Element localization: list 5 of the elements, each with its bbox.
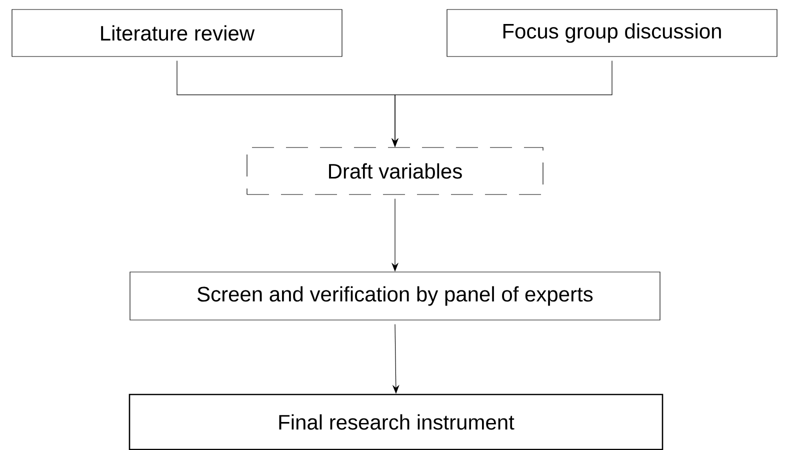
process-box: Screen and verification by panel of experts — [130, 272, 660, 320]
process-box: Focus group discussion — [446, 9, 778, 57]
process-box: Final research instrument — [128, 394, 664, 450]
process-box: Literature review — [12, 9, 342, 57]
dashed-box: Draft variables — [246, 147, 544, 195]
